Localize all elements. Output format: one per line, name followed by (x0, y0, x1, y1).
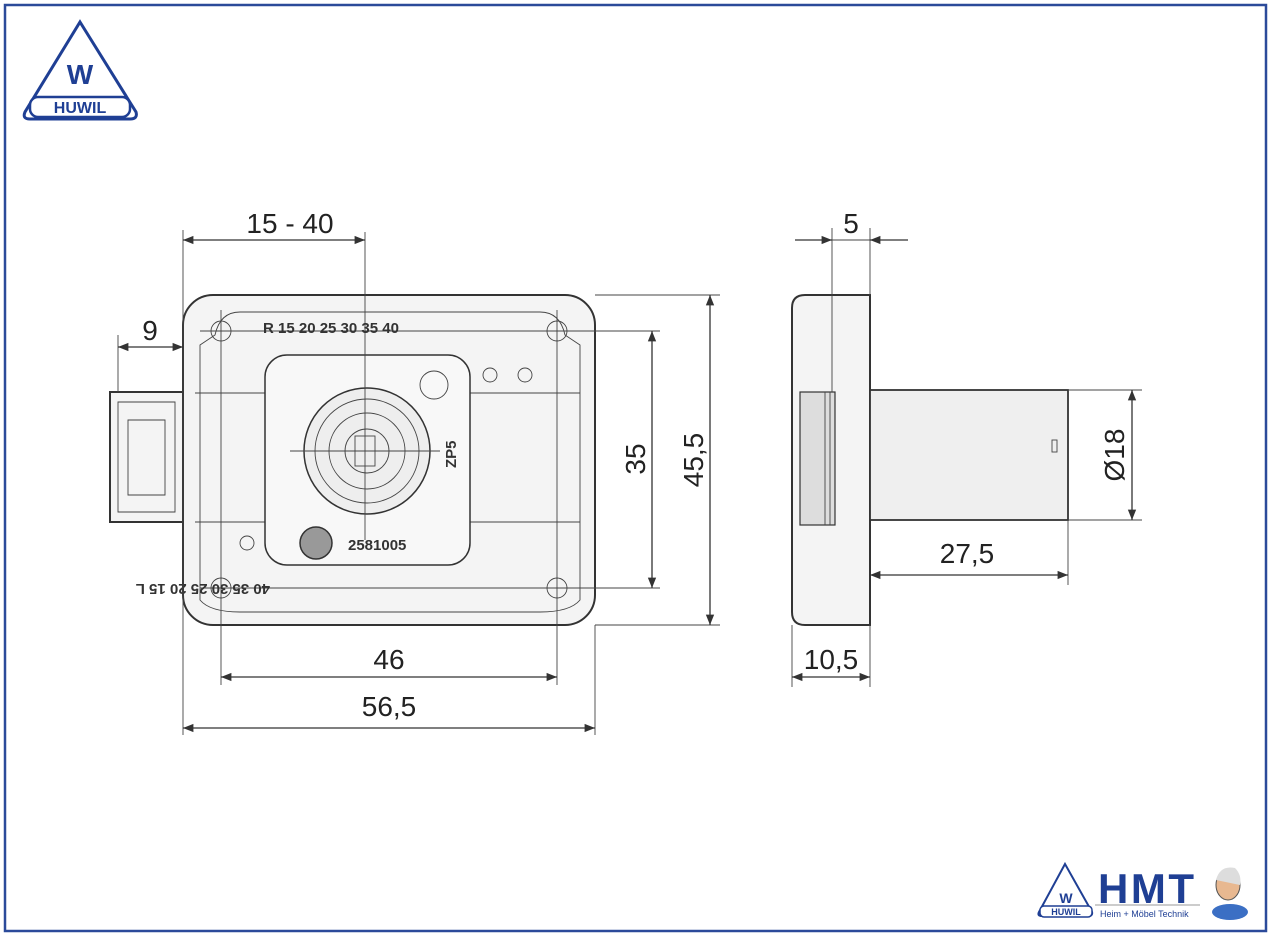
mascot-icon (1212, 867, 1248, 920)
housing-hole (419, 370, 449, 400)
logo-letter: W (67, 59, 94, 90)
housing-hole (239, 535, 255, 551)
dim-depth: 10,5 (804, 644, 859, 675)
dim-height: 45,5 (678, 433, 709, 488)
lock-bolt (109, 391, 186, 523)
side-view (791, 294, 1069, 626)
logo-text: HUWIL (54, 100, 107, 117)
part-number: 2581005 (348, 537, 406, 554)
bolt-detail (117, 401, 176, 513)
housing-hole (482, 367, 498, 383)
side-cylinder (869, 389, 1069, 521)
dim-bolt: 9 (142, 315, 158, 346)
cylinder-code: ZP5 (443, 440, 460, 468)
front-dimensions: 15 - 40 9 35 45,5 46 56,5 (117, 208, 720, 735)
huwil-logo: W HUWIL (22, 19, 138, 121)
front-view: R 15 20 25 30 35 40 40 35 30 25 20 15 L … (109, 232, 660, 685)
dim-backset: 15 - 40 (246, 208, 333, 239)
dim-width: 56,5 (362, 691, 417, 722)
dim-cylinder-length: 27,5 (940, 538, 995, 569)
page-frame (3, 3, 1268, 933)
scale-top: R 15 20 25 30 35 40 (263, 320, 399, 337)
side-dimensions: 5 Ø18 27,5 10,5 (791, 208, 1142, 687)
dim-hole-horizontal: 46 (373, 644, 404, 675)
footer-logo-text: HUWIL (1051, 907, 1081, 917)
screw-icon (299, 526, 333, 560)
cylinder-notch (1051, 439, 1058, 453)
scale-bottom: 40 35 30 25 20 15 L (136, 580, 270, 597)
dim-plate: 5 (843, 208, 859, 239)
side-slot (799, 391, 836, 526)
dim-hole-vertical: 35 (620, 443, 651, 474)
plate-inner-outline (199, 311, 581, 613)
hmt-logo: W HUWIL HMT Heim + Möbel Technik (1037, 861, 1248, 920)
housing-hole (517, 367, 533, 383)
dim-diameter: Ø18 (1099, 429, 1130, 482)
footer-logo-letter: W (1059, 890, 1073, 906)
hmt-title: HMT (1098, 865, 1194, 912)
hmt-subtitle: Heim + Möbel Technik (1100, 909, 1189, 919)
